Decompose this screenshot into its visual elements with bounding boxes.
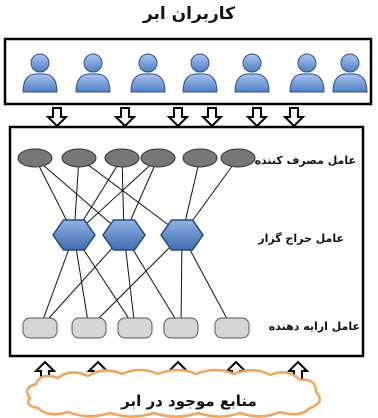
provider-node xyxy=(71,317,107,339)
user-icon xyxy=(130,53,166,93)
arrow-down-icon xyxy=(282,107,306,128)
diagram-title: کاربران ابر xyxy=(142,4,236,24)
consumer-node xyxy=(140,148,176,168)
broker-nodes xyxy=(52,219,204,251)
connection-line xyxy=(88,234,183,329)
arrow-down-icon xyxy=(45,107,69,128)
consumer-node xyxy=(182,148,218,168)
consumer-node xyxy=(220,148,256,168)
provider-node xyxy=(117,317,153,339)
user-icon xyxy=(289,53,325,93)
cloud-icon xyxy=(25,368,322,418)
connection-line xyxy=(73,157,159,236)
user-icon xyxy=(332,53,368,93)
cloud-users-box xyxy=(3,37,373,106)
provider-agent-label: عامل ارایه دهنده xyxy=(268,320,360,333)
auctioneer-node xyxy=(52,219,96,251)
arrow-down-icon xyxy=(166,107,190,128)
arrow-down-icon xyxy=(200,107,224,128)
connection-line xyxy=(78,157,183,236)
cloud-resources-label: منابع موجود در ابر xyxy=(121,392,257,410)
consumer-node xyxy=(104,148,140,168)
provider-node xyxy=(22,317,58,339)
provider-node xyxy=(214,317,250,339)
down-arrows-group xyxy=(45,107,306,128)
arrow-up-icon xyxy=(286,360,310,381)
user-icon xyxy=(75,53,111,93)
consumer-nodes xyxy=(17,148,256,168)
consumer-agent-label: عامل مصرف کننده xyxy=(254,154,356,167)
arrow-down-icon xyxy=(113,107,137,128)
consumer-node xyxy=(17,148,53,168)
provider-node xyxy=(163,317,199,339)
users-group xyxy=(22,53,368,93)
provider-nodes xyxy=(22,317,250,339)
auctioneer-node xyxy=(102,219,146,251)
connection-line xyxy=(39,234,125,329)
user-icon xyxy=(22,53,58,93)
auctioneer-node xyxy=(160,219,204,251)
consumer-node xyxy=(61,148,97,168)
user-icon xyxy=(182,53,218,93)
connection-line xyxy=(34,157,125,236)
user-icon xyxy=(234,53,270,93)
arrow-down-icon xyxy=(245,107,269,128)
auctioneer-agent-label: عامل حراج گزار xyxy=(258,232,344,245)
